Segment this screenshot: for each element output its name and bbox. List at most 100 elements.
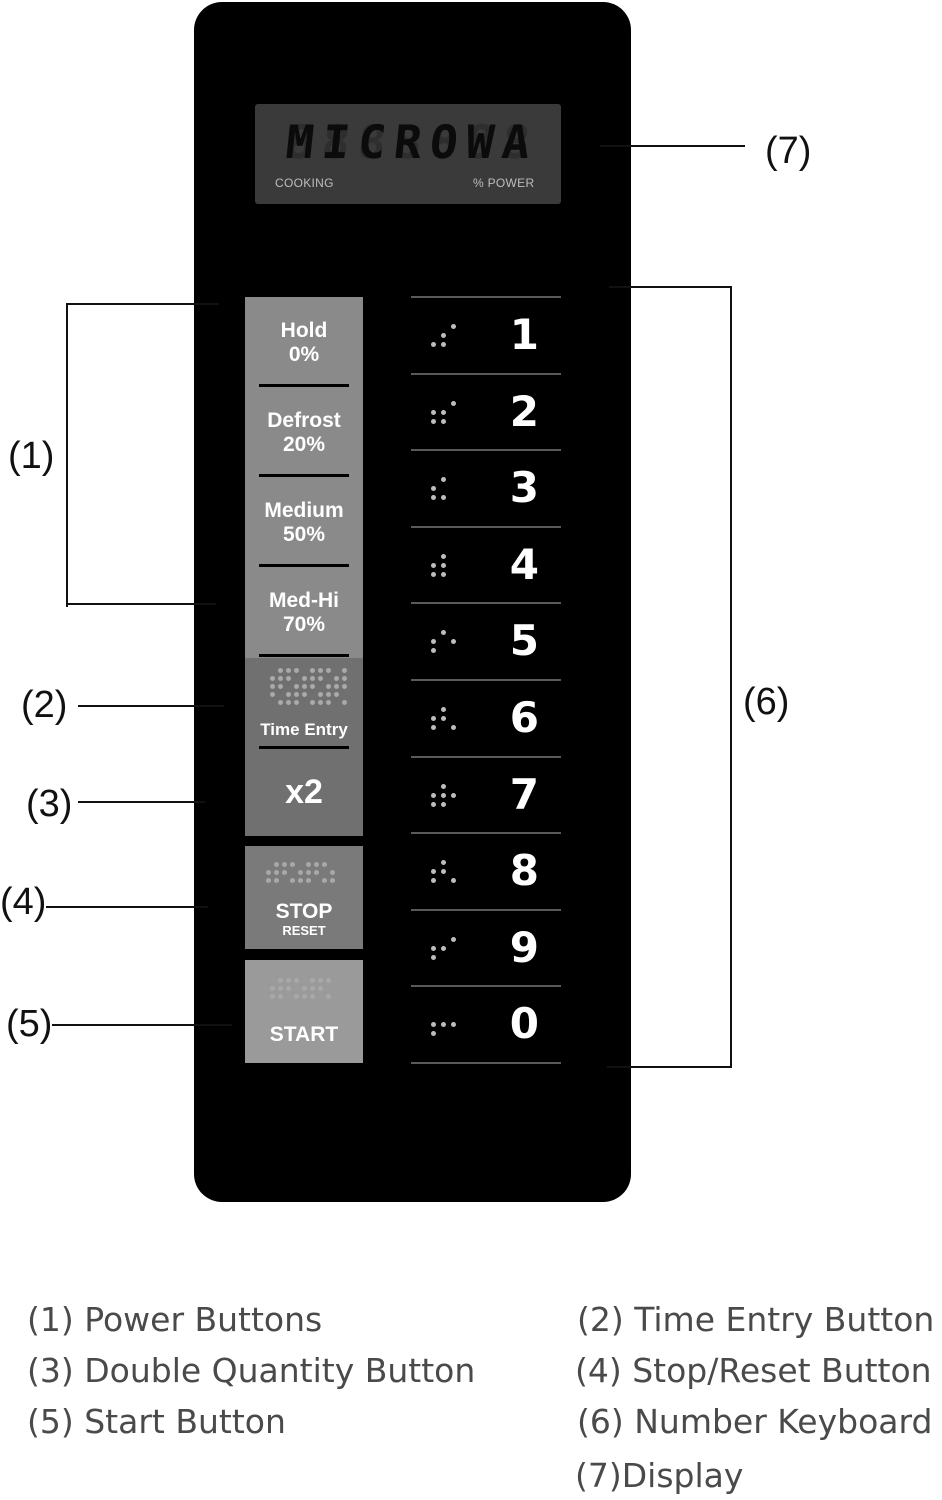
hold-label: Hold <box>280 318 328 342</box>
number-key-digit: 2 <box>509 386 539 436</box>
med-hi-label: Med-Hi <box>269 589 339 612</box>
braille-dot <box>266 878 271 883</box>
braille-dot <box>318 668 323 673</box>
braille-dot <box>431 954 436 960</box>
start-button[interactable]: START <box>245 960 363 1063</box>
number-key-5[interactable]: 5 <box>411 602 561 678</box>
braille-dot <box>278 684 283 689</box>
callout-3: (3) <box>26 783 73 825</box>
number-key-digit: 5 <box>509 616 539 666</box>
braille-dot <box>278 668 283 673</box>
braille-dot <box>441 792 446 798</box>
braille-dot <box>330 878 335 883</box>
braille-dot <box>326 700 331 705</box>
braille-dot <box>431 801 436 807</box>
legend-item: (2) Time Entry Button <box>577 1300 935 1339</box>
defrost-button[interactable]: Defrost 20% <box>245 388 363 478</box>
braille-dot <box>310 978 315 983</box>
braille-dot <box>318 700 323 705</box>
braille-dot <box>302 676 307 681</box>
braille-dot <box>270 692 275 697</box>
med-hi-value: 70% <box>282 613 326 636</box>
medium-button[interactable]: Medium 50% <box>245 478 363 568</box>
number-key-3[interactable]: 3 <box>411 449 561 525</box>
divider <box>259 746 349 749</box>
braille-dot <box>310 700 315 705</box>
braille-dot <box>334 684 339 689</box>
braille-dot <box>431 486 436 492</box>
bracket-6-bottom <box>607 1066 732 1068</box>
display-power-label: % POWER <box>473 176 535 190</box>
braille-dot <box>282 870 287 875</box>
number-key-9[interactable]: 9 <box>411 908 561 985</box>
number-key-7[interactable]: 7 <box>411 755 561 832</box>
braille-dot <box>431 945 436 951</box>
defrost-label: Defrost <box>267 409 341 432</box>
number-key-2[interactable]: 2 <box>411 372 561 449</box>
hold-button[interactable]: Hold 0% <box>245 297 363 388</box>
braille-dot <box>431 869 436 875</box>
braille-dot <box>310 684 315 689</box>
braille-dot <box>431 495 436 501</box>
start-label: START <box>269 1023 339 1046</box>
braille-dot <box>441 562 446 568</box>
stop-label: STOP <box>275 900 333 923</box>
number-key-digit: 9 <box>509 922 539 972</box>
callout-7: (7) <box>765 130 812 172</box>
callout-5: (5) <box>6 1003 53 1045</box>
braille-dot <box>274 870 279 875</box>
callout-2: (2) <box>21 684 68 726</box>
med-hi-button[interactable]: Med-Hi 70% <box>245 568 363 658</box>
braille-dot <box>441 783 446 789</box>
braille-dot <box>431 562 436 568</box>
braille-dot <box>294 684 299 689</box>
time-entry-label: Time Entry <box>260 720 348 739</box>
hold-value: 0% <box>288 342 320 366</box>
braille-dot <box>431 1022 436 1028</box>
braille-dot <box>278 700 283 705</box>
callout-7-line <box>600 145 745 147</box>
braille-dot <box>302 994 307 999</box>
number-key-6[interactable]: 6 <box>411 679 561 755</box>
number-key-8[interactable]: 8 <box>411 832 561 908</box>
braille-dot <box>290 862 295 867</box>
callout-5-line <box>52 1024 232 1026</box>
braille-dot <box>298 878 303 883</box>
braille-dot <box>431 648 436 654</box>
braille-dot <box>274 862 279 867</box>
braille-dot <box>286 668 291 673</box>
reset-label: RESET <box>282 923 326 938</box>
bracket-6-vertical <box>730 286 732 1068</box>
braille-dot <box>441 495 446 501</box>
braille-dot <box>294 692 299 697</box>
braille-dot <box>441 342 446 347</box>
display-cooking-label: COOKING <box>275 176 334 190</box>
braille-dot <box>286 676 291 681</box>
braille-dot <box>306 870 311 875</box>
stop-reset-button[interactable]: STOP RESET <box>245 846 363 949</box>
number-key-digit: 7 <box>509 769 539 819</box>
number-key-digit: 3 <box>509 463 539 513</box>
braille-dot <box>310 994 315 999</box>
braille-dot <box>431 571 436 577</box>
number-key-0[interactable]: 0 <box>411 985 561 1061</box>
medium-value: 50% <box>282 523 326 546</box>
braille-dot <box>441 869 446 875</box>
braille-dot <box>290 878 295 883</box>
double-quantity-button[interactable]: x2 <box>245 748 363 836</box>
number-key-1[interactable]: 1 <box>411 296 561 372</box>
braille-dot <box>310 676 315 681</box>
divider <box>259 654 349 657</box>
braille-dot <box>306 862 311 867</box>
braille-dot <box>441 553 446 559</box>
braille-dot <box>286 692 291 697</box>
braille-dot <box>334 676 339 681</box>
number-key-4[interactable]: 4 <box>411 525 561 602</box>
divider <box>259 564 349 567</box>
braille-dot <box>298 870 303 875</box>
bracket-6-top <box>609 286 732 288</box>
